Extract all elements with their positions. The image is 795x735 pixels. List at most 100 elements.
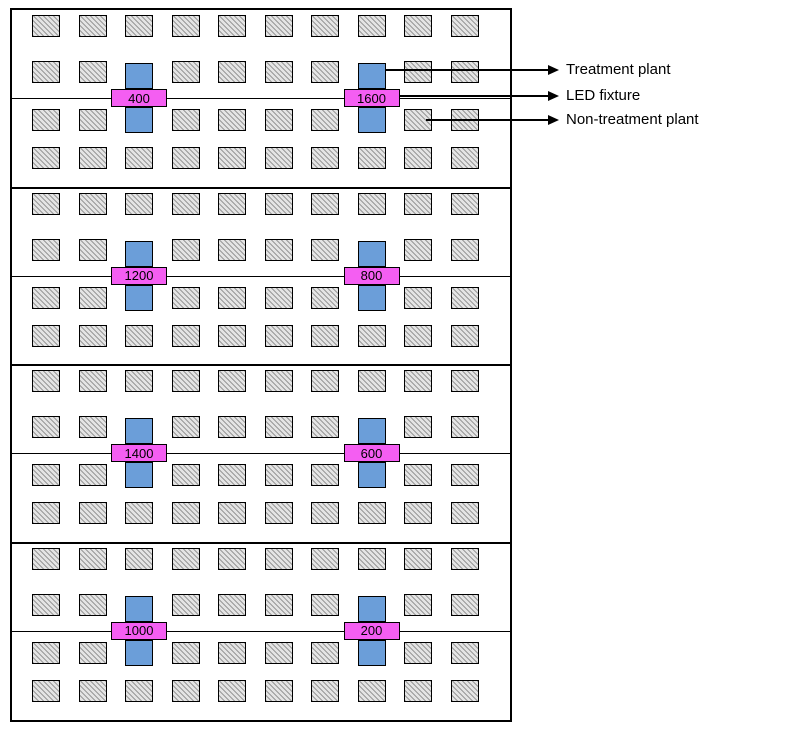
non-treatment-plant-square — [311, 286, 339, 309]
non-treatment-plant-square — [171, 502, 200, 524]
non-treatment-plant-square — [264, 593, 293, 616]
non-treatment-plant-square — [125, 679, 153, 702]
fixture-value: 1000 — [124, 623, 154, 638]
non-treatment-plant-square — [32, 324, 60, 347]
non-treatment-plant-square — [171, 286, 200, 309]
non-treatment-plant-square — [78, 641, 107, 664]
non-treatment-plant-square — [404, 192, 432, 215]
non-treatment-plant-square — [78, 502, 107, 524]
led-fixture: 200 — [343, 621, 400, 640]
non-treatment-plant-square — [450, 15, 479, 37]
non-treatment-plant-square — [311, 370, 339, 392]
non-treatment-plant-square — [357, 147, 386, 169]
non-treatment-plant-square — [32, 502, 60, 524]
non-treatment-plant-square — [311, 61, 339, 83]
non-treatment-plant-square — [78, 416, 107, 438]
block-divider — [12, 364, 510, 366]
non-treatment-plant-square — [357, 547, 386, 570]
treatment-plant-square — [125, 418, 153, 444]
non-treatment-plant-square — [218, 192, 246, 215]
non-treatment-plant-square — [311, 109, 339, 131]
non-treatment-plant-square — [404, 238, 432, 261]
non-treatment-plant-square — [264, 61, 293, 83]
non-treatment-plant-square — [450, 370, 479, 392]
non-treatment-plant-square — [218, 324, 246, 347]
led-fixture: 1600 — [343, 89, 400, 107]
non-treatment-plant-square — [171, 679, 200, 702]
non-treatment-plant-square — [171, 464, 200, 486]
non-treatment-plant-square — [311, 502, 339, 524]
non-treatment-plant-square — [264, 15, 293, 37]
non-treatment-plant-square — [125, 370, 153, 392]
non-treatment-plant-square — [171, 147, 200, 169]
fixture-value: 600 — [360, 445, 383, 461]
non-treatment-plant-square — [450, 679, 479, 702]
non-treatment-plant-square — [171, 109, 200, 131]
led-fixture: 1200 — [111, 266, 167, 285]
non-treatment-plant-square — [450, 238, 479, 261]
non-treatment-plant-square — [125, 15, 153, 37]
non-treatment-plant-square — [404, 416, 432, 438]
non-treatment-plant-square — [264, 147, 293, 169]
non-treatment-plant-square — [171, 641, 200, 664]
non-treatment-plant-square — [218, 464, 246, 486]
non-treatment-plant-square — [264, 641, 293, 664]
non-treatment-plant-square — [171, 416, 200, 438]
non-treatment-plant-square — [218, 15, 246, 37]
non-treatment-plant-square — [218, 679, 246, 702]
non-treatment-plant-square — [78, 15, 107, 37]
block: 400 1600 — [12, 10, 510, 188]
non-treatment-plant-square — [450, 593, 479, 616]
non-treatment-plant-square — [218, 547, 246, 570]
block: 1200 800 — [12, 188, 510, 366]
non-treatment-plant-square — [450, 641, 479, 664]
non-treatment-plant-square — [264, 547, 293, 570]
non-treatment-plant-square — [125, 147, 153, 169]
led-fixture: 1400 — [111, 444, 167, 462]
fixture-line — [12, 98, 510, 99]
non-treatment-plant-square — [78, 61, 107, 83]
non-treatment-plant-square — [264, 324, 293, 347]
treatment-plant-square — [357, 107, 386, 133]
non-treatment-plant-square — [404, 324, 432, 347]
non-treatment-plant-square — [171, 238, 200, 261]
non-treatment-plant-square — [404, 547, 432, 570]
non-treatment-plant-square — [171, 593, 200, 616]
non-treatment-plant-square — [78, 547, 107, 570]
non-treatment-plant-square — [264, 192, 293, 215]
non-treatment-plant-square — [404, 641, 432, 664]
non-treatment-plant-square — [264, 286, 293, 309]
non-treatment-plant-square — [78, 370, 107, 392]
non-treatment-plant-square — [357, 502, 386, 524]
block-divider — [12, 186, 510, 189]
non-treatment-plant-square — [32, 464, 60, 486]
fixture-line — [12, 275, 510, 277]
led-fixture: 1000 — [111, 621, 167, 640]
treatment-plant-square — [125, 595, 153, 622]
treatment-plant-square — [357, 595, 386, 622]
fixture-value: 400 — [128, 90, 150, 106]
fixture-value: 200 — [360, 623, 383, 638]
non-treatment-plant-square — [125, 502, 153, 524]
treatment-plant-square — [357, 284, 386, 311]
fixture-line — [12, 630, 510, 632]
block-divider — [12, 541, 510, 544]
non-treatment-plant-square — [171, 324, 200, 347]
treatment-plant-square — [125, 107, 153, 133]
non-treatment-plant-square — [264, 416, 293, 438]
legend-arrow-led-fixture — [400, 90, 559, 101]
non-treatment-plant-square — [32, 679, 60, 702]
non-treatment-plant-square — [32, 61, 60, 83]
treatment-plant-square — [357, 639, 386, 666]
non-treatment-plant-square — [32, 238, 60, 261]
non-treatment-plant-square — [357, 324, 386, 347]
treatment-plant-square — [125, 462, 153, 488]
led-fixture: 800 — [343, 266, 400, 285]
non-treatment-plant-square — [264, 109, 293, 131]
non-treatment-plant-square — [311, 238, 339, 261]
non-treatment-plant-square — [171, 61, 200, 83]
non-treatment-plant-square — [32, 147, 60, 169]
non-treatment-plant-square — [404, 147, 432, 169]
non-treatment-plant-square — [450, 192, 479, 215]
non-treatment-plant-square — [404, 464, 432, 486]
